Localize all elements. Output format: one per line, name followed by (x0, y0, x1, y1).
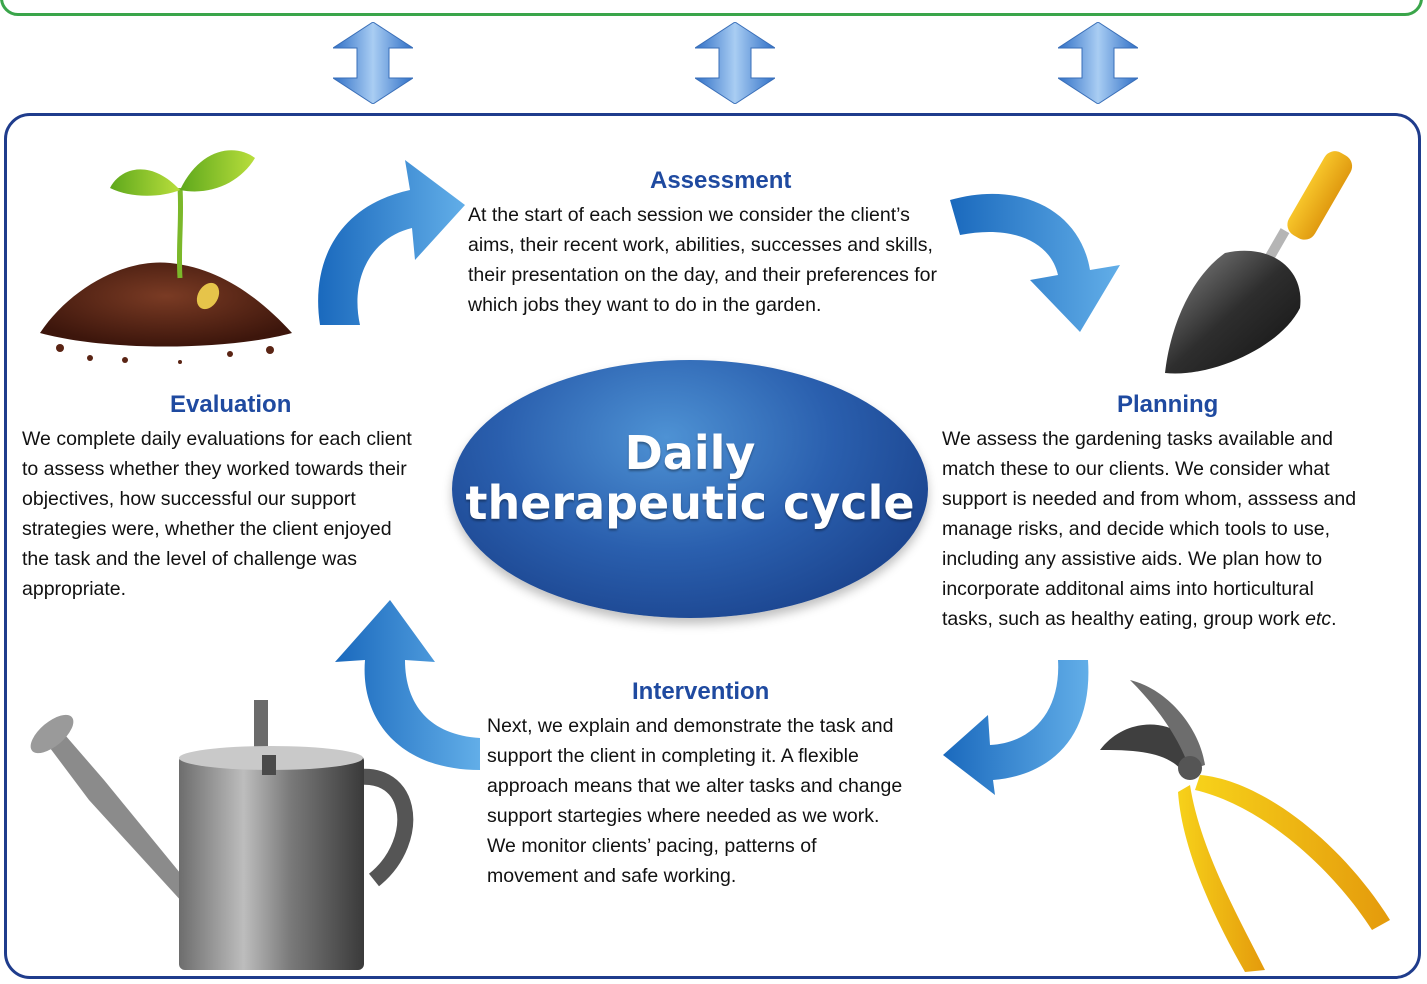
evaluation-line: objectives, how successful our support (22, 488, 356, 510)
curved-arrow-icon (950, 193, 1120, 332)
intervention-line: support the client in completing it. A f… (487, 745, 859, 767)
planning-text: We assess the gardening tasks available … (942, 424, 1402, 634)
curved-arrow-icon (943, 660, 1089, 795)
curved-arrow-icon (335, 600, 480, 770)
planning-line-etc: etc (1305, 608, 1332, 630)
double-arrow-icon (695, 22, 775, 104)
planning-heading: Planning (1117, 391, 1219, 418)
evaluation-line: to assess whether they worked towards th… (22, 458, 407, 480)
trowel-icon (1165, 151, 1353, 374)
assessment-line: which jobs they want to do in the garden… (468, 294, 822, 316)
double-arrow-icon (1058, 22, 1138, 104)
assessment-text: At the start of each session we consider… (468, 200, 988, 320)
assessment-line: At the start of each session we consider… (468, 204, 910, 226)
intervention-heading: Intervention (632, 678, 770, 705)
center-title: Daily therapeutic cycle (452, 428, 928, 528)
planning-line: tasks, such as healthy eating, group wor… (942, 604, 1402, 634)
evaluation-line: We complete daily evaluations for each c… (22, 428, 412, 450)
assessment-heading: Assessment (650, 167, 792, 194)
intervention-text: Next, we explain and demonstrate the tas… (487, 711, 937, 891)
assessment-line: aims, their recent work, abilities, succ… (468, 234, 933, 256)
assessment-line: their presentation on the day, and their… (468, 264, 938, 286)
top-green-panel (0, 0, 1423, 16)
planning-line: support is needed and from whom, asssess… (942, 488, 1357, 510)
planning-line: match these to our clients. We consider … (942, 458, 1330, 480)
intervention-line: movement and safe working. (487, 865, 737, 887)
intervention-line: Next, we explain and demonstrate the tas… (487, 715, 894, 737)
intervention-line: We monitor clients’ pacing, patterns of (487, 835, 817, 857)
cycle-frame (4, 113, 1421, 979)
planning-line-prefix: tasks, such as healthy eating, group wor… (942, 608, 1306, 630)
center-title-line2: therapeutic cycle (465, 476, 915, 530)
double-arrow-icon (333, 22, 413, 104)
center-oval (452, 360, 928, 618)
planning-line: incorporate additonal aims into horticul… (942, 578, 1314, 600)
evaluation-text: We complete daily evaluations for each c… (22, 424, 452, 604)
planning-line: We assess the gardening tasks available … (942, 428, 1333, 450)
planning-line: manage risks, and decide which tools to … (942, 518, 1331, 540)
planning-line-suffix: . (1331, 608, 1337, 630)
intervention-line: approach means that we alter tasks and c… (487, 775, 903, 797)
intervention-line: support startegies where needed as we wo… (487, 805, 880, 827)
evaluation-heading: Evaluation (170, 391, 292, 418)
center-title-line1: Daily (624, 426, 756, 480)
evaluation-line: strategies were, whether the client enjo… (22, 518, 392, 540)
planning-line: including any assistive aids. We plan ho… (942, 548, 1323, 570)
seedling-in-soil-icon (40, 150, 292, 364)
curved-arrow-icon (318, 160, 465, 325)
watering-can-icon (30, 700, 414, 970)
evaluation-line: appropriate. (22, 578, 127, 600)
evaluation-line: the task and the level of challenge was (22, 548, 357, 570)
secateurs-icon (1100, 680, 1390, 972)
